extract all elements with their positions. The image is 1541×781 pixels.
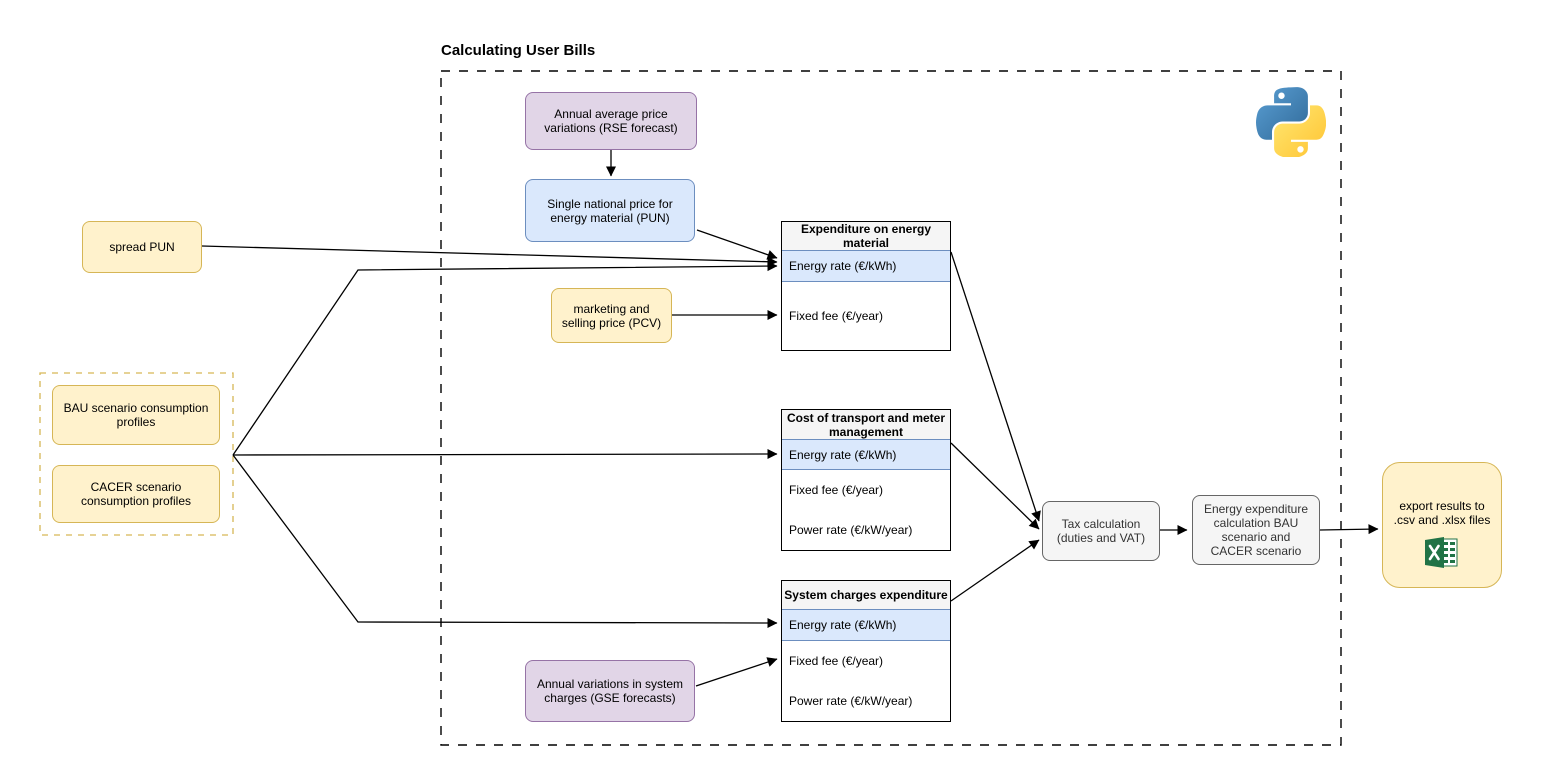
edge-profiles-to-system-energy-rate <box>232 454 778 628</box>
edge-energy-expenditure-to-export <box>1319 524 1379 535</box>
edge-expenditure-to-tax <box>950 251 1041 522</box>
table-row-energy-rate: Energy rate (€/kWh) <box>782 250 950 282</box>
node-spread-pun: spread PUN <box>82 221 202 273</box>
table-header: System charges expenditure <box>782 581 950 609</box>
node-tax-calculation: Tax calculation (duties and VAT) <box>1042 501 1160 561</box>
edge-transport-to-tax <box>950 442 1040 530</box>
table-row-energy-rate: Energy rate (€/kWh) <box>782 609 950 641</box>
node-label: Energy expenditure calculation BAU scena… <box>1203 502 1309 558</box>
node-label: CACER scenario consumption profiles <box>80 480 192 508</box>
node-annual-average-price-variations: Annual average price variations (RSE for… <box>525 92 697 150</box>
node-label: export results to .csv and .xlsx files <box>1393 499 1491 527</box>
edge-profiles-to-transport-energy-rate <box>232 449 778 460</box>
edge-spread-pun-to-expenditure-energy-rate <box>201 245 778 267</box>
node-label: Annual average price variations (RSE for… <box>544 107 678 135</box>
node-export-results: export results to .csv and .xlsx files <box>1382 462 1502 588</box>
node-single-national-price-pun: Single national price for energy materia… <box>525 179 695 242</box>
node-energy-expenditure-calculation: Energy expenditure calculation BAU scena… <box>1192 495 1320 565</box>
node-marketing-selling-price-pcv: marketing and selling price (PCV) <box>551 288 672 343</box>
table-row-power-rate: Power rate (€/kW/year) <box>782 681 950 721</box>
table-row-energy-rate: Energy rate (€/kWh) <box>782 439 950 470</box>
node-label: BAU scenario consumption profiles <box>63 401 209 429</box>
node-label: Annual variations in system charges (GSE… <box>536 677 684 705</box>
table-header: Expenditure on energy material <box>782 222 950 250</box>
table-header: Cost of transport and meter management <box>782 410 950 439</box>
node-label: Tax calculation (duties and VAT) <box>1056 517 1146 545</box>
table-system-charges-expenditure: System charges expenditure Energy rate (… <box>781 580 951 722</box>
table-row-fixed-fee: Fixed fee (€/year) <box>782 470 950 510</box>
calculation-boundary-frame <box>440 70 1342 746</box>
edge-pun-to-expenditure-energy-rate <box>696 229 778 260</box>
consumption-profiles-group-frame <box>39 372 234 536</box>
edge-system-to-tax <box>950 539 1040 602</box>
node-annual-variations-system-charges: Annual variations in system charges (GSE… <box>525 660 695 722</box>
table-cost-of-transport-and-meter-management: Cost of transport and meter management E… <box>781 409 951 551</box>
node-bau-consumption-profiles: BAU scenario consumption profiles <box>52 385 220 445</box>
table-expenditure-on-energy-material: Expenditure on energy material Energy ra… <box>781 221 951 351</box>
node-label: spread PUN <box>109 240 175 254</box>
excel-spreadsheet-icon <box>1425 537 1458 568</box>
table-row-fixed-fee: Fixed fee (€/year) <box>782 282 950 350</box>
node-cacer-consumption-profiles: CACER scenario consumption profiles <box>52 465 220 523</box>
node-label: Single national price for energy materia… <box>547 196 673 225</box>
diagram-title: Calculating User Bills <box>441 42 596 59</box>
node-label: marketing and selling price (PCV) <box>561 301 662 330</box>
edge-gse-to-system-fixed-fee <box>695 657 778 687</box>
table-row-power-rate: Power rate (€/kW/year) <box>782 510 950 550</box>
edge-profiles-to-expenditure-energy-rate <box>232 261 778 456</box>
table-row-fixed-fee: Fixed fee (€/year) <box>782 641 950 681</box>
python-logo-icon <box>1256 87 1326 157</box>
